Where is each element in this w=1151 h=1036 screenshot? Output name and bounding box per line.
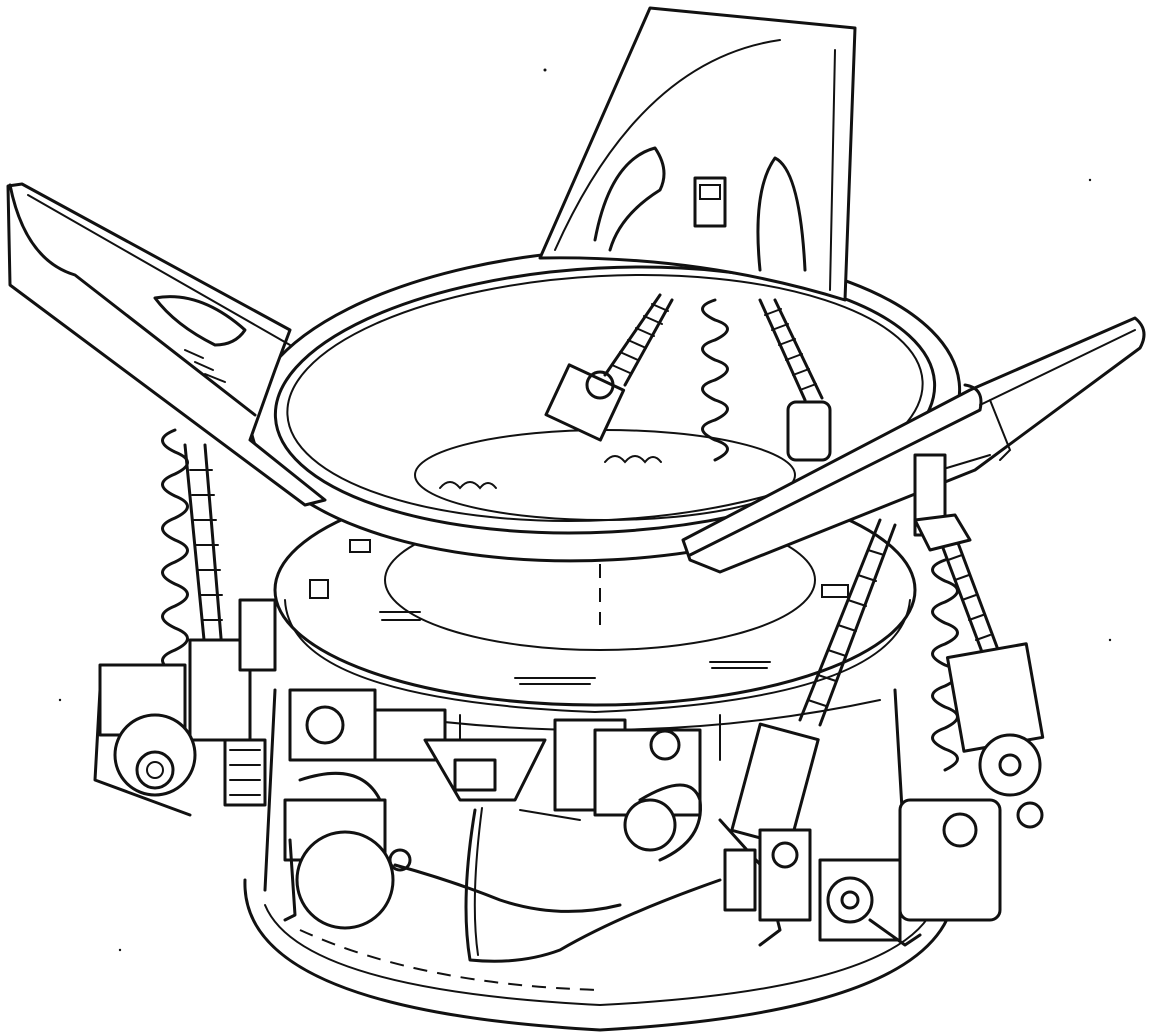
right-lower-assembly	[820, 455, 1042, 945]
ball-screw-back-right	[760, 300, 830, 460]
ball-screw-right-rear	[940, 535, 1000, 660]
inner-ring-marks	[440, 456, 661, 488]
left-drive-assembly	[95, 600, 275, 815]
ball-screw-right-front	[800, 520, 895, 725]
coil-springs	[163, 300, 958, 770]
guide-petal-back	[540, 8, 855, 300]
spring-back	[703, 300, 728, 460]
cables	[300, 773, 720, 961]
ball-screw-back-left	[546, 295, 672, 440]
spring-left	[163, 430, 188, 672]
guide-petal-right	[683, 318, 1144, 572]
front-components	[290, 690, 700, 850]
lower-motor-left	[285, 800, 410, 928]
right-rear-motor	[947, 644, 1042, 795]
scan-specks	[58, 68, 1112, 952]
base-flange-ring	[245, 880, 955, 1030]
plate-label-marks	[310, 540, 848, 684]
right-front-actuator	[720, 724, 818, 945]
spring-right	[933, 560, 958, 770]
actuator-rods	[185, 295, 1000, 725]
ball-screw-left	[185, 445, 222, 650]
guide-petal-left	[8, 184, 325, 505]
